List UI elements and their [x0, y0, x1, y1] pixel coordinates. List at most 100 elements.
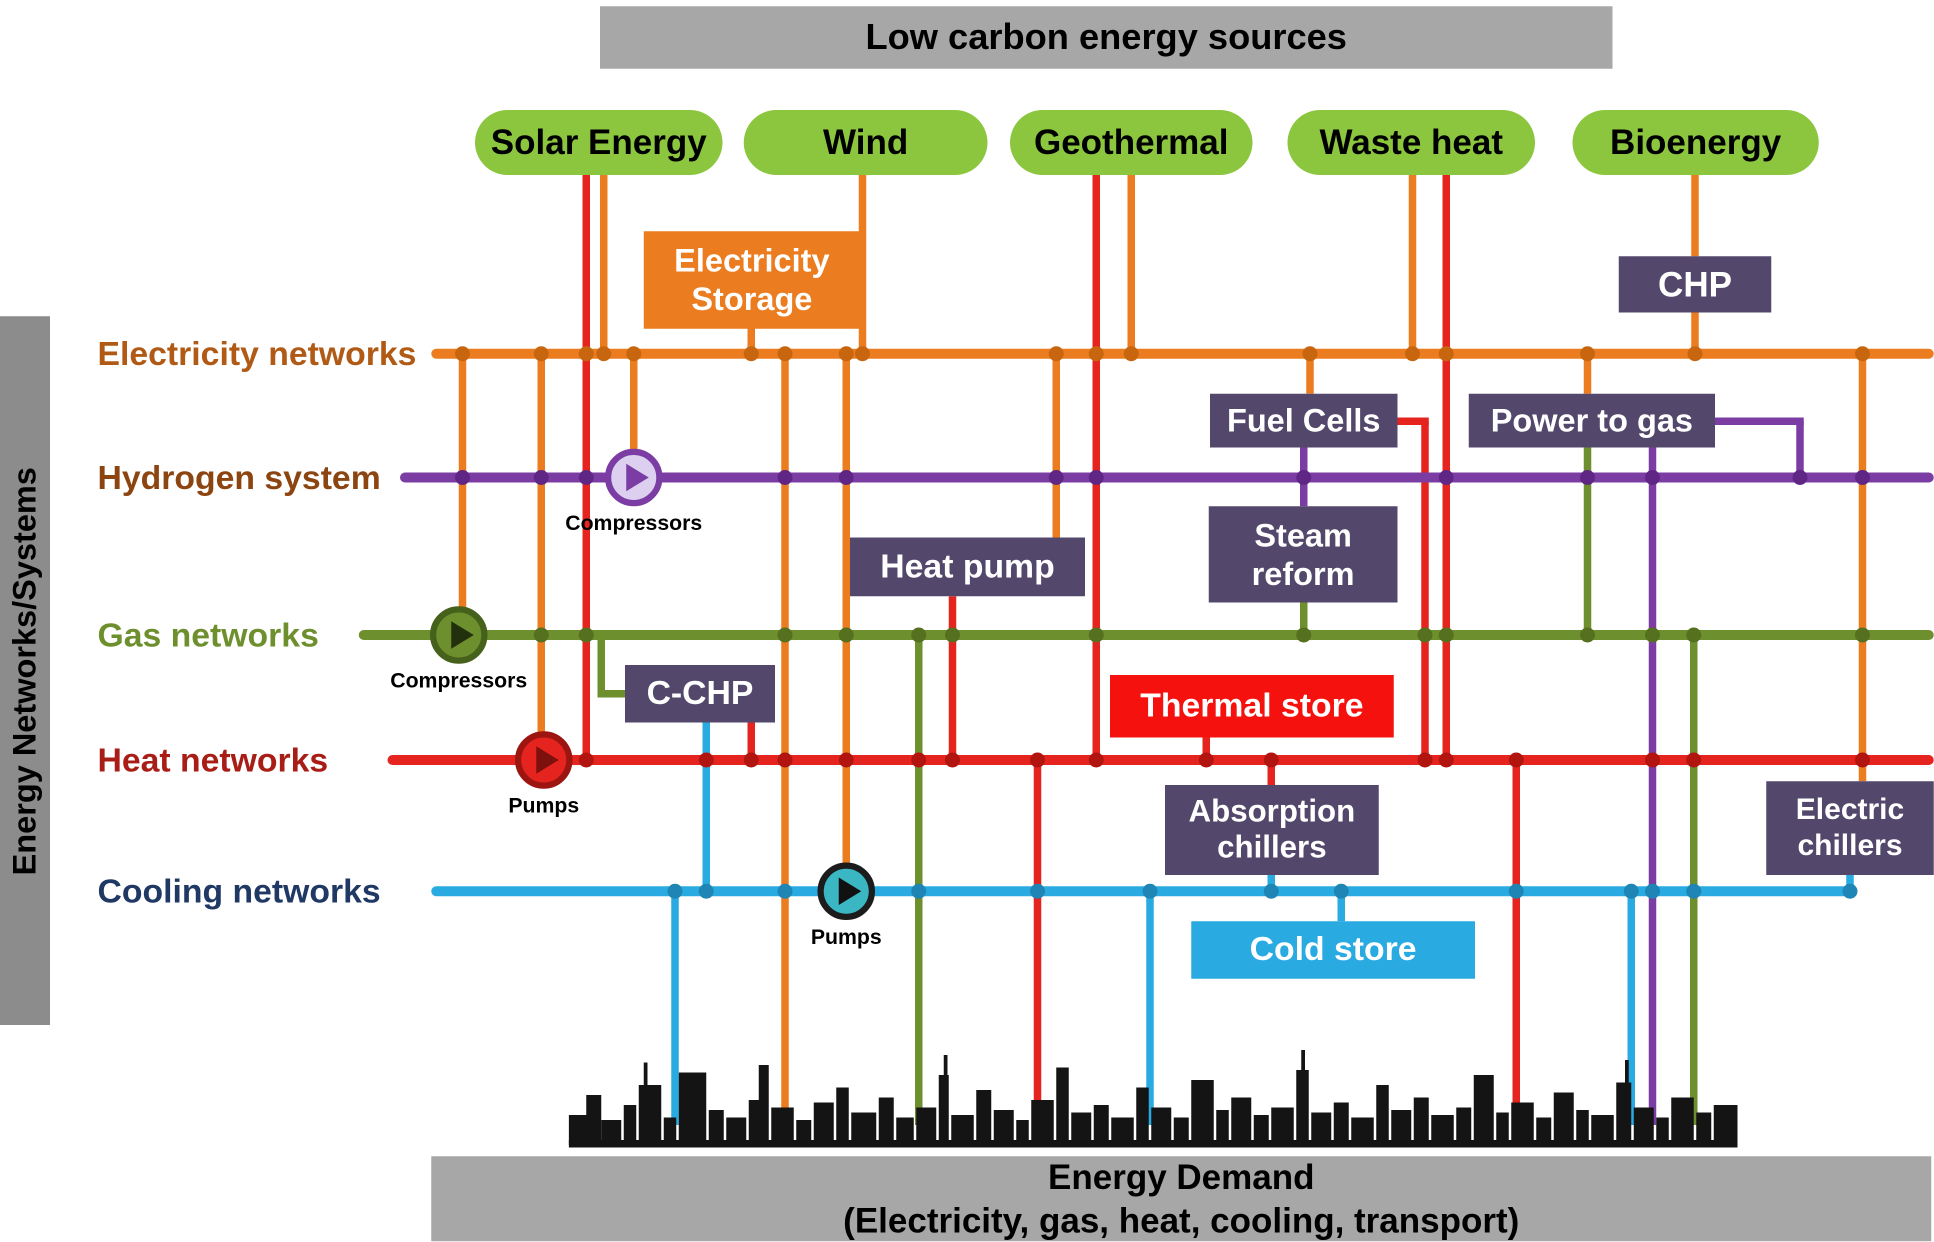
- junction-dot: [455, 470, 470, 485]
- connector-vertical: [781, 353, 789, 1125]
- connector-vertical: [1300, 477, 1308, 507]
- connector-vertical: [1146, 891, 1154, 1125]
- connector-vertical: [1691, 175, 1699, 257]
- connector-vertical: [630, 353, 638, 452]
- box-electric-chillers-label-0: Electric: [1795, 792, 1905, 827]
- top-banner: Low carbon energy sources: [600, 6, 1613, 69]
- connector-horizontal: [1397, 417, 1429, 425]
- hydrogen-compressor-label: Compressors: [565, 511, 703, 535]
- connector-vertical: [1442, 175, 1450, 760]
- junction-dot: [1792, 470, 1808, 485]
- junction-dot: [455, 346, 470, 362]
- connector-vertical: [1512, 760, 1520, 1125]
- box-electric-chillers-label-1: chillers: [1797, 828, 1903, 862]
- junction-dot: [1048, 470, 1064, 485]
- junction-dot: [1302, 346, 1318, 362]
- network-label-heat: Heat networks: [97, 741, 329, 779]
- box-chp: CHP: [1618, 256, 1772, 313]
- connector-vertical: [1092, 175, 1100, 760]
- connector-vertical: [1300, 447, 1308, 478]
- source-geothermal: Geothermal: [1010, 110, 1253, 175]
- junction-dot: [1580, 627, 1595, 643]
- junction-dot: [667, 883, 683, 899]
- box-power-to-gas: Power to gas: [1468, 393, 1715, 448]
- connector-vertical: [747, 722, 755, 760]
- junction-dot: [578, 752, 594, 768]
- network-line-gas: [358, 630, 1934, 640]
- junction-dot: [1623, 883, 1639, 899]
- junction-dot: [1030, 752, 1045, 768]
- junction-dot: [1508, 883, 1524, 899]
- junction-dot: [1438, 346, 1454, 362]
- network-label-hydrogen: Hydrogen system: [97, 458, 381, 497]
- junction-dot: [533, 627, 549, 643]
- source-wind: Wind: [743, 110, 988, 175]
- connector-vertical: [842, 353, 850, 865]
- connector-vertical: [1583, 447, 1592, 635]
- junction-dot: [777, 627, 793, 643]
- junction-dot: [1686, 752, 1702, 768]
- junction-dot: [1417, 752, 1433, 768]
- junction-dot: [1855, 752, 1870, 768]
- network-label-electricity: Electricity networks: [97, 335, 417, 373]
- junction-dot: [1263, 752, 1279, 768]
- bottom-banner-subtitle: (Electricity, gas, heat, cooling, transp…: [843, 1201, 1520, 1240]
- box-c-chp-label-0: C-CHP: [646, 673, 754, 712]
- junction-dot: [1645, 883, 1660, 899]
- junction-dot: [1580, 346, 1595, 362]
- connector-vertical: [858, 175, 867, 354]
- junction-dot: [777, 883, 793, 899]
- junction-dot: [1855, 346, 1870, 362]
- junction-dot: [838, 752, 854, 768]
- connector-vertical: [597, 635, 605, 698]
- box-electricity-storage-label-0: Electricity: [674, 241, 830, 280]
- connector-vertical: [1267, 760, 1275, 785]
- connector-vertical: [537, 353, 545, 734]
- junction-dot: [626, 346, 642, 362]
- connector-horizontal: [601, 690, 628, 698]
- junction-dot: [911, 752, 927, 768]
- bottom-banner-title: Energy Demand: [1048, 1157, 1315, 1197]
- connector-vertical: [1691, 312, 1699, 354]
- connector-vertical: [915, 635, 923, 1125]
- junction-dot: [1088, 752, 1104, 768]
- box-heat-pump: Heat pump: [850, 537, 1085, 597]
- network-label-cooling: Cooling networks: [97, 872, 381, 911]
- cooling-pumps-triangle-icon: [838, 877, 861, 905]
- cooling-pumps-icon: [817, 862, 875, 920]
- box-electricity-storage-label-1: Storage: [691, 280, 813, 318]
- network-line-hydrogen: [400, 472, 1934, 483]
- junction-dot: [945, 627, 960, 643]
- junction-dot: [1855, 627, 1870, 643]
- junction-dot: [743, 346, 759, 362]
- connector-vertical: [1421, 421, 1429, 760]
- box-fuel-cells: Fuel Cells: [1210, 393, 1398, 448]
- box-absorption-chillers-label-0: Absorption: [1188, 793, 1356, 829]
- connector-vertical: [747, 326, 755, 354]
- heat-pumps-triangle-icon: [535, 746, 559, 774]
- box-heat-pump-label-0: Heat pump: [880, 546, 1055, 585]
- junction-dot: [1438, 627, 1454, 643]
- gas-compressor-triangle-icon: [450, 621, 474, 649]
- connector-vertical: [1648, 447, 1657, 1125]
- network-line-electricity: [431, 348, 1934, 359]
- box-cold-store: Cold store: [1191, 921, 1475, 979]
- box-absorption-chillers-label-1: chillers: [1217, 830, 1327, 865]
- hydrogen-compressor-icon: [605, 448, 663, 507]
- connector-vertical: [1033, 760, 1042, 1125]
- junction-dot: [1296, 470, 1312, 485]
- junction-dot: [698, 883, 714, 899]
- box-chp-label-0: CHP: [1658, 264, 1732, 304]
- junction-dot: [578, 470, 594, 485]
- connector-vertical: [1408, 175, 1417, 354]
- junction-dot: [1296, 627, 1312, 643]
- junction-dot: [698, 752, 714, 768]
- connector-vertical: [1306, 353, 1314, 394]
- junction-dot: [777, 752, 793, 768]
- junction-dot: [1088, 627, 1104, 643]
